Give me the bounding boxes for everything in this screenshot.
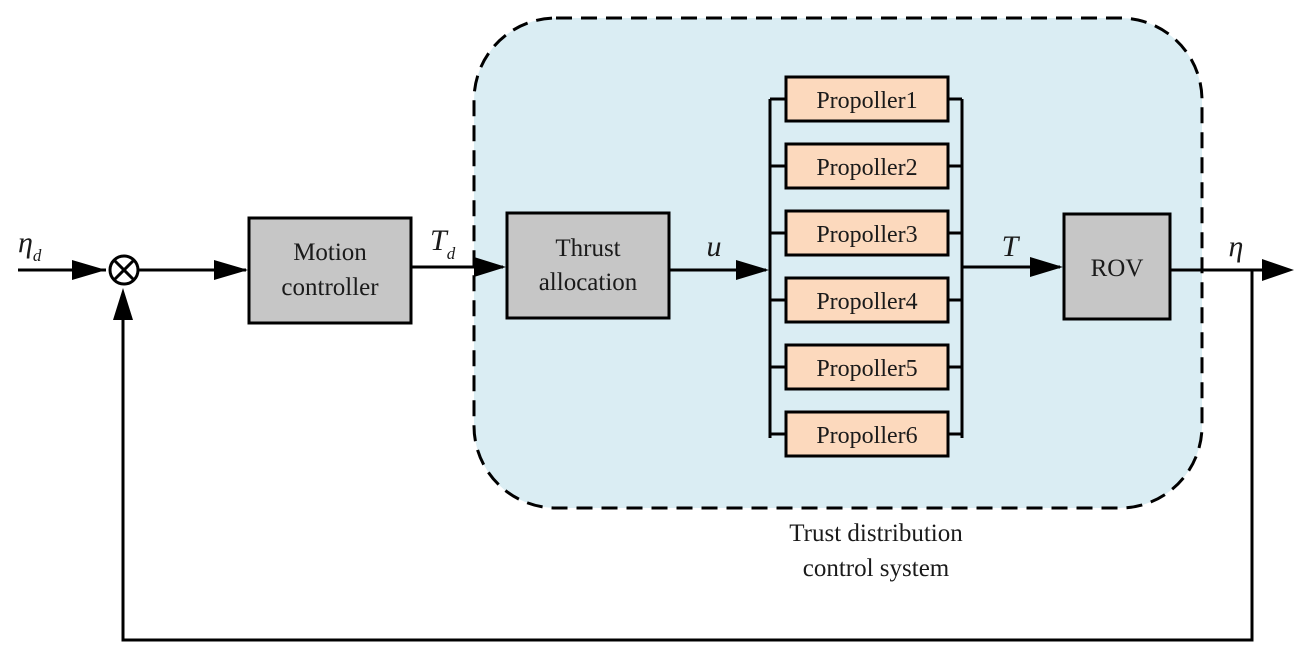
motion-controller-label-line2: controller: [281, 274, 379, 301]
thrust-allocation-block: Thrust allocation: [505, 211, 671, 320]
propeller-box-4: [784, 276, 950, 324]
region-label-line1: Trust distribution: [789, 520, 963, 547]
propeller-label-2: Propoller2: [816, 155, 917, 181]
region-label-line2: control system: [803, 555, 950, 582]
thrust-allocation-label-line2: allocation: [539, 269, 638, 296]
propeller-box-2: [784, 142, 950, 190]
propeller-box-6: [784, 410, 950, 458]
propeller-box-1: [784, 75, 950, 123]
propeller-label-6: Propoller6: [816, 423, 917, 449]
propeller-label-3: Propoller3: [816, 222, 917, 248]
propeller-block-5: Propoller5: [770, 343, 962, 391]
rov-block: ROV: [1062, 212, 1172, 321]
propeller-block-1: Propoller1: [770, 75, 962, 123]
thrust-allocation-label-line1: Thrust: [555, 235, 620, 262]
rov-label: ROV: [1091, 255, 1144, 282]
summing-junction: [108, 254, 140, 286]
propeller-label-5: Propoller5: [816, 356, 917, 382]
propeller-box-3: [784, 209, 950, 257]
error-arrowhead: [214, 260, 248, 280]
motion-controller-label-line1: Motion: [293, 239, 367, 266]
input-arrowhead: [72, 260, 106, 280]
propeller-box-5: [784, 343, 950, 391]
propeller-block-3: Propoller3: [770, 209, 962, 257]
propeller-label-4: Propoller4: [816, 289, 917, 315]
output-symbol: η: [1229, 230, 1244, 263]
output-arrowhead: [1262, 259, 1294, 281]
t-symbol: T: [1002, 230, 1021, 263]
td-arrowhead: [474, 257, 506, 277]
input-symbol: ηd: [18, 226, 42, 265]
td-symbol: Td: [430, 224, 456, 263]
u-symbol: u: [707, 230, 722, 263]
propeller-block-2: Propoller2: [770, 142, 962, 190]
u-arrowhead: [736, 260, 769, 280]
motion-controller-block: Motion controller: [247, 216, 413, 325]
t-arrowhead: [1030, 257, 1063, 277]
propeller-block-4: Propoller4: [770, 276, 962, 324]
propeller-group: Propoller1Propoller2Propoller3Propoller4…: [770, 75, 962, 458]
feedback-arrowhead: [113, 288, 133, 320]
propeller-block-6: Propoller6: [770, 410, 962, 458]
propeller-label-1: Propoller1: [816, 88, 917, 114]
feedback-path: [121, 270, 1254, 642]
